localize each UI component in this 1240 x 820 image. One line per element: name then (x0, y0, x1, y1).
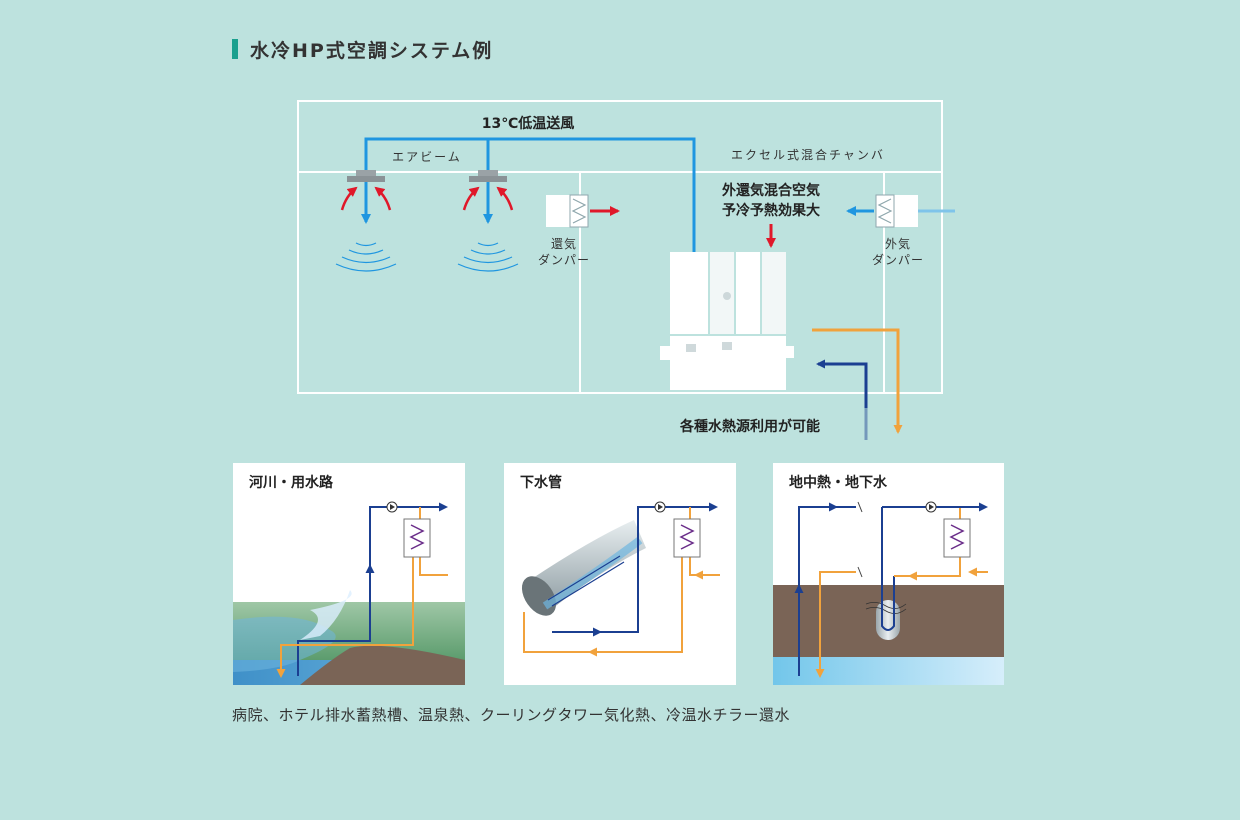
panel-sewer (504, 463, 736, 685)
panel-river (233, 463, 465, 685)
footer-note: 病院、ホテル排水蓄熱槽、温泉熱、クーリングタワー気化熱、冷温水チラー還水 (232, 706, 791, 724)
heat-source-note: 各種水熱源利用が可能 (679, 418, 820, 435)
building-outline (297, 100, 943, 394)
page-heading: 水冷HP式空調システム例 (232, 36, 493, 62)
page-title: 水冷HP式空調システム例 (250, 39, 494, 62)
air-beam-unit-2 (457, 170, 519, 272)
precool-label-1: 外還気混合空気 (722, 182, 820, 199)
outdoor-damper-label-1: 外気 (885, 236, 911, 251)
return-damper-label-1: 還気 (551, 236, 577, 251)
chamber-label: エクセル式混合チャンバ (731, 147, 885, 162)
supply-air-duct (364, 137, 696, 252)
cool-water-fade (862, 408, 870, 442)
panel-title-geothermal: 地中熱・地下水 (789, 474, 888, 491)
panel-title-river: 河川・用水路 (249, 474, 334, 491)
panel-title-sewer: 下水管 (520, 474, 562, 491)
return-damper-label-2: ダンパー (538, 252, 590, 267)
air-flow-label: 13℃低温送風 (482, 115, 574, 132)
panel-geothermal (773, 463, 1004, 685)
precool-label-2: 予冷予熱効果大 (722, 202, 820, 219)
return-air-damper (526, 194, 620, 228)
heading-accent-bar (232, 39, 238, 59)
air-beam-label: エアビーム (392, 150, 462, 164)
outdoor-damper-label-2: ダンパー (872, 252, 924, 267)
heat-pump-unit (660, 252, 794, 390)
warm-water-line (812, 328, 903, 434)
air-beam-unit-1 (335, 170, 397, 272)
cool-water-line (816, 359, 868, 440)
outdoor-air-damper (846, 194, 955, 228)
